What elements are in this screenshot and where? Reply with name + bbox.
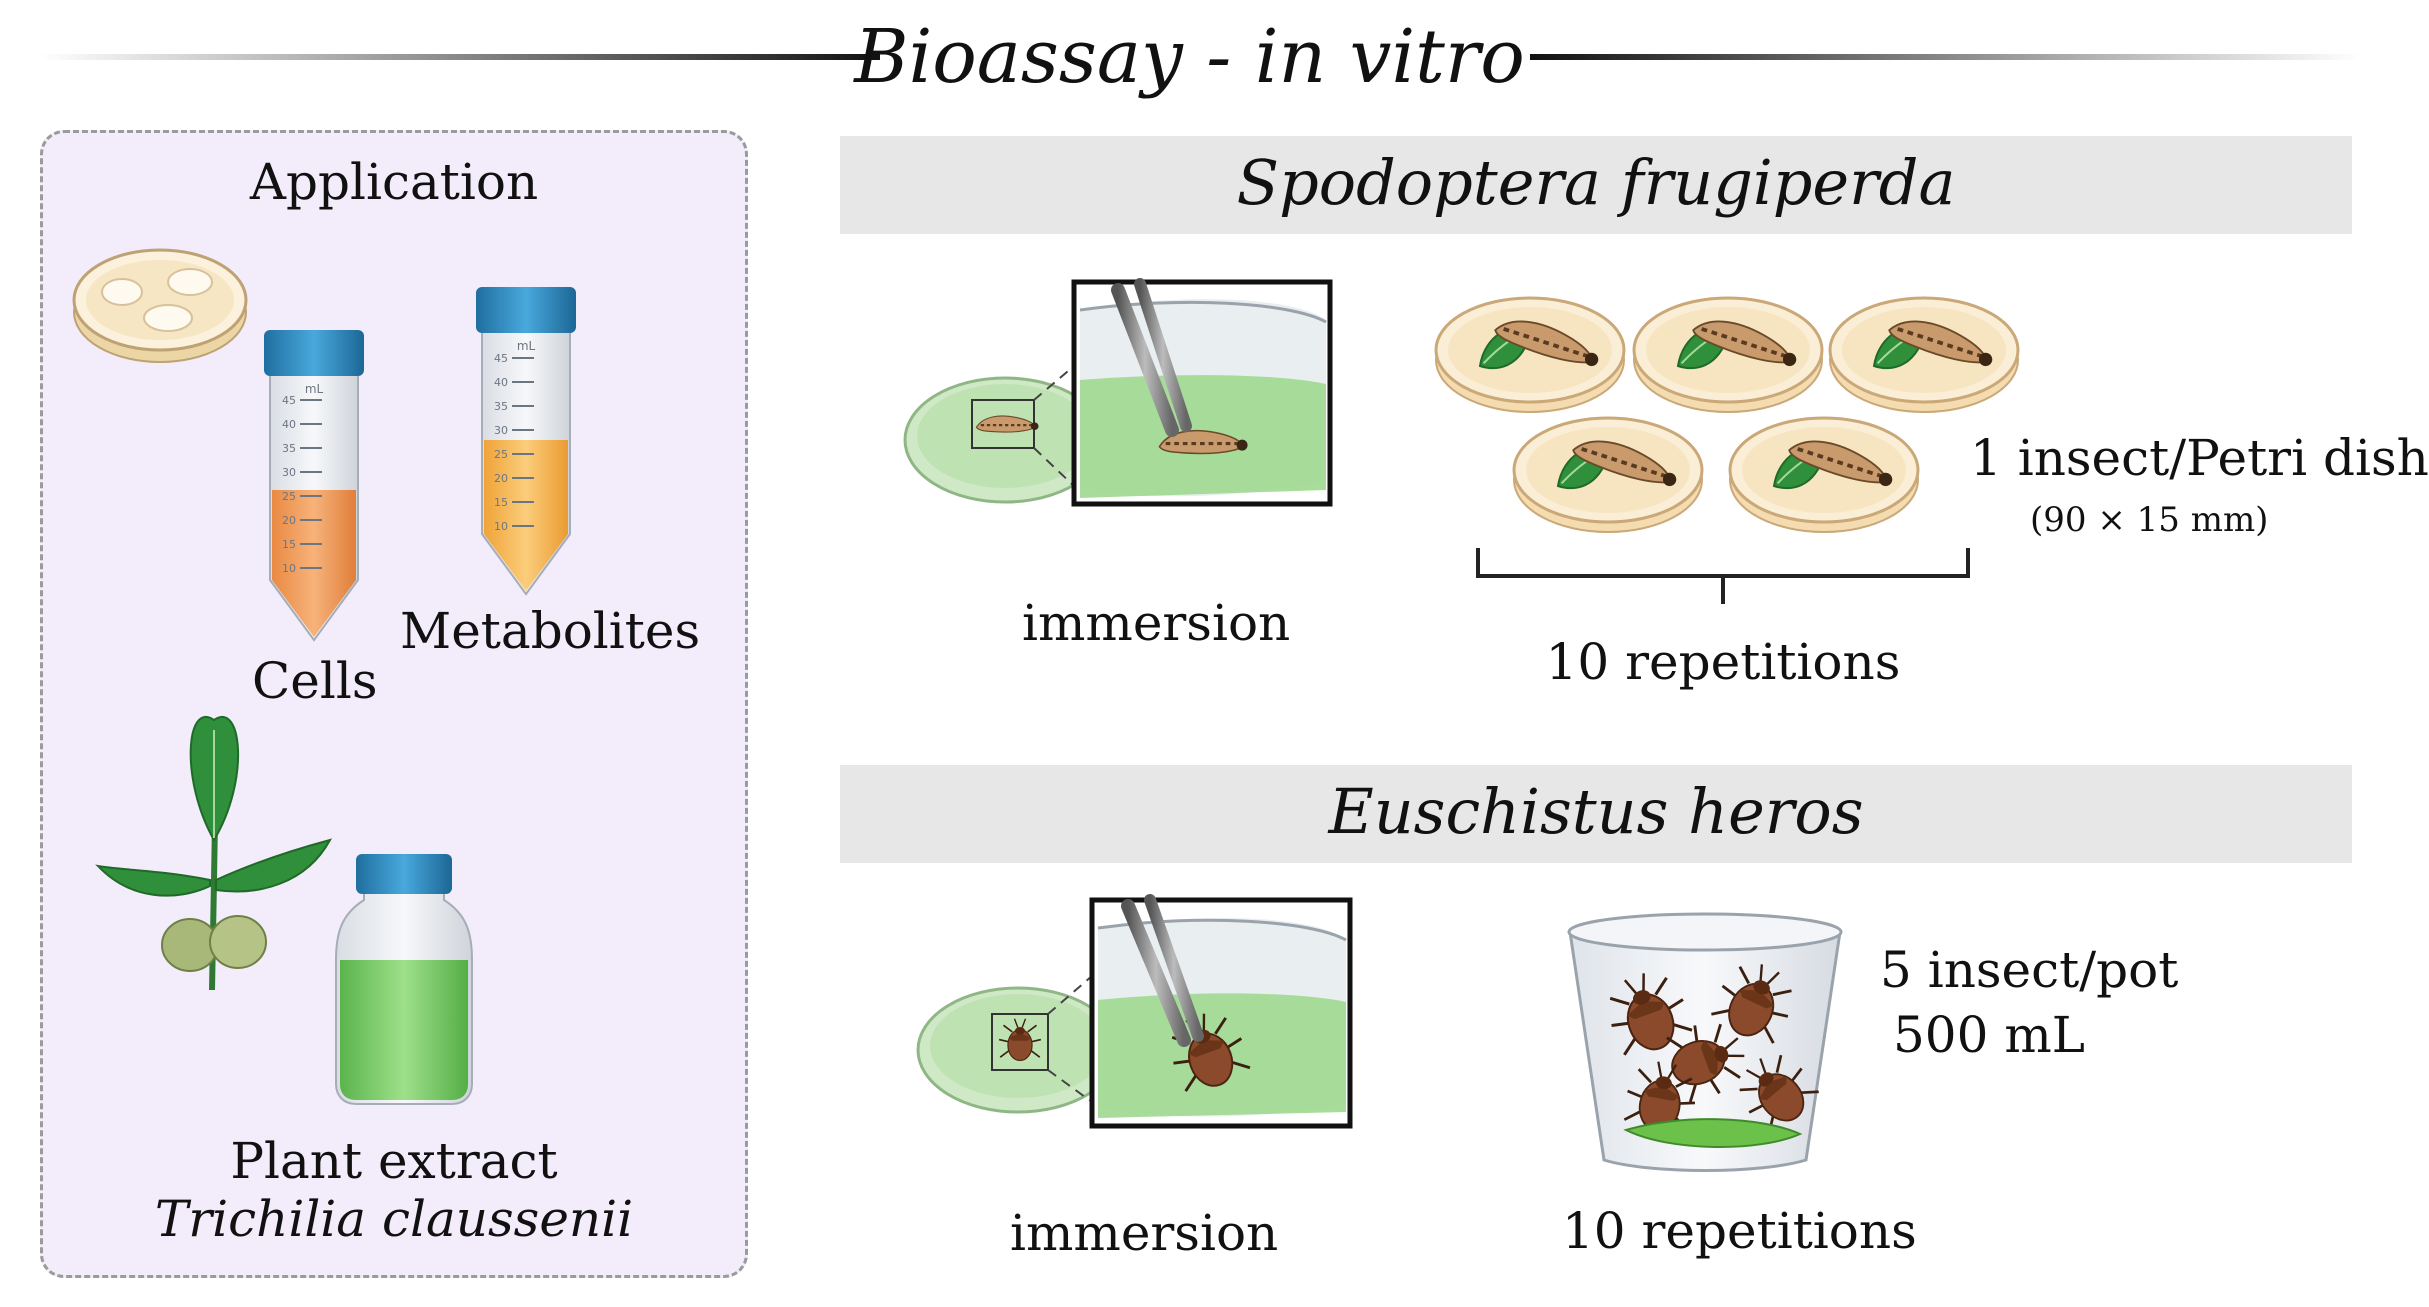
euschistus-title: Euschistus heros bbox=[1328, 775, 1864, 848]
cells-tube-tick-label: 35 bbox=[282, 442, 296, 455]
petri-dish-with-larva-icon bbox=[1514, 418, 1702, 532]
spodoptera-repetitions-label: 10 repetitions bbox=[1545, 633, 1901, 691]
cells-tube-tick-label: 20 bbox=[282, 514, 296, 527]
metabolites-tube-tick-label: 25 bbox=[494, 448, 508, 461]
spodoptera-immersion-label: immersion bbox=[1022, 594, 1291, 652]
plant-species-label: Trichilia claussenii bbox=[154, 1190, 634, 1248]
cells-tube-tick-label: 25 bbox=[282, 490, 296, 503]
plant-extract-bottle-icon bbox=[335, 854, 473, 1105]
cells-tube-tick-label: 10 bbox=[282, 562, 296, 575]
culture-petri-dish-icon bbox=[72, 248, 248, 363]
petri-dish-with-larva-icon bbox=[1830, 298, 2018, 412]
metabolites-tube-tick-label: 30 bbox=[494, 424, 508, 437]
application-heading: Application bbox=[249, 153, 539, 211]
metabolites-tube-tick-label: 10 bbox=[494, 520, 508, 533]
spodoptera-density-label: 1 insect/Petri dish bbox=[1970, 429, 2429, 487]
plant-branch-icon bbox=[95, 716, 332, 991]
spodoptera-title: Spodoptera frugiperda bbox=[1236, 146, 1956, 219]
petri-dish-with-larva-icon bbox=[1634, 298, 1822, 412]
repetitions-bracket bbox=[1476, 548, 1970, 604]
euschistus-density-label: 5 insect/pot bbox=[1880, 941, 2179, 999]
bioassay-figure: Spodoptera frugiperda Euschistus heros bbox=[40, 14, 2429, 1278]
metabolites-tube-tick-label: 15 bbox=[494, 496, 508, 509]
metabolites-tube-tick-label: 35 bbox=[494, 400, 508, 413]
euschistus-immersion-icon bbox=[916, 894, 1353, 1129]
metabolites-tube-tick-label: 20 bbox=[494, 472, 508, 485]
cells-tube-icon: 45 40 35 30 25 20 15 10 mL bbox=[264, 330, 364, 642]
spodoptera-immersion-icon bbox=[903, 278, 1333, 507]
metabolites-tube-tick-label: 40 bbox=[494, 376, 508, 389]
illustration-layer: 45 40 35 30 25 20 15 10 mL 45 40 35 30 25 20 15 10 mL bbox=[40, 54, 2360, 1172]
metabolites-label: Metabolites bbox=[400, 602, 701, 660]
figure-title: Bioassay - in vitro bbox=[854, 14, 1525, 100]
spodoptera-band: Spodoptera frugiperda bbox=[840, 136, 2352, 234]
cells-tube-tick-label: 30 bbox=[282, 466, 296, 479]
metabolites-tube-icon: 45 40 35 30 25 20 15 10 mL bbox=[476, 287, 576, 596]
plant-extract-label: Plant extract bbox=[230, 1132, 558, 1190]
euschistus-immersion-label: immersion bbox=[1010, 1204, 1279, 1262]
metabolites-tube-unit: mL bbox=[517, 339, 536, 353]
euschistus-band: Euschistus heros bbox=[840, 765, 2352, 863]
spodoptera-dish-size-label: (90 × 15 mm) bbox=[2030, 500, 2269, 540]
euschistus-pot-icon bbox=[1567, 912, 1843, 1172]
cells-label: Cells bbox=[252, 652, 378, 710]
spodoptera-petri-dishes bbox=[1436, 298, 2018, 604]
cells-tube-tick-label: 15 bbox=[282, 538, 296, 551]
metabolites-tube-tick-label: 45 bbox=[494, 352, 508, 365]
cells-tube-tick-label: 40 bbox=[282, 418, 296, 431]
cells-tube-tick-label: 45 bbox=[282, 394, 296, 407]
petri-dish-with-larva-icon bbox=[1730, 418, 1918, 532]
euschistus-repetitions-label: 10 repetitions bbox=[1562, 1202, 1917, 1260]
cells-tube-unit: mL bbox=[305, 382, 324, 396]
euschistus-volume-label: 500 mL bbox=[1893, 1006, 2085, 1064]
petri-dish-with-larva-icon bbox=[1436, 298, 1624, 412]
